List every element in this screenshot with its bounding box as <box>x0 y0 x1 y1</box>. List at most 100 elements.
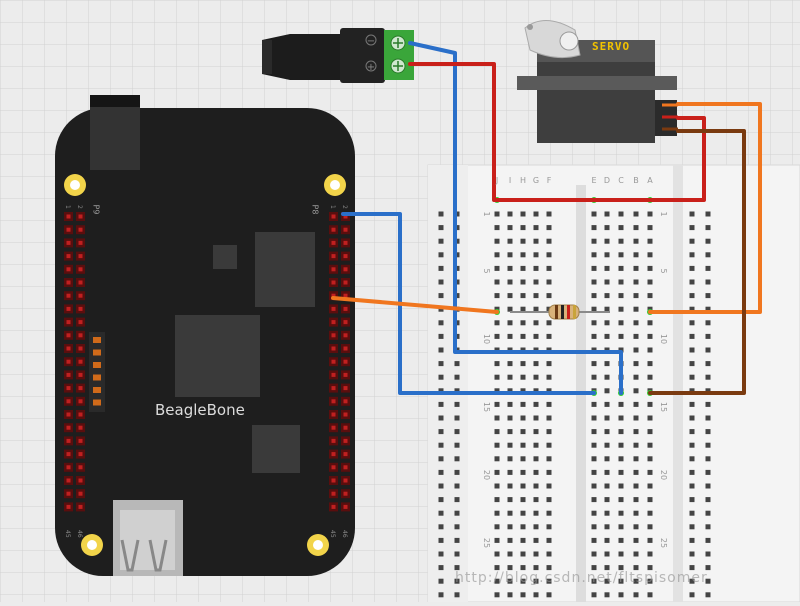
breadboard-hole <box>438 238 444 244</box>
breadboard-hole <box>546 578 552 584</box>
header-pin-center <box>78 240 83 245</box>
breadboard-hole <box>520 211 526 217</box>
breadboard-hole <box>520 306 526 312</box>
breadboard-hole <box>533 320 539 326</box>
breadboard-hole <box>604 483 610 489</box>
breadboard-hole <box>507 497 513 503</box>
breadboard-hole <box>533 429 539 435</box>
breadboard-hole <box>546 415 552 421</box>
breadboard-hole <box>438 265 444 271</box>
breadboard-hole <box>494 456 500 462</box>
breadboard-hole <box>546 510 552 516</box>
header-pin-center <box>331 333 336 338</box>
breadboard-hole <box>546 469 552 475</box>
breadboard-hole <box>520 238 526 244</box>
breadboard-hole <box>454 374 460 380</box>
breadboard-hole <box>604 442 610 448</box>
breadboard-row-number: 10 <box>482 334 491 344</box>
header-pin-center <box>331 293 336 298</box>
breadboard-hole <box>507 279 513 285</box>
breadboard-hole <box>507 415 513 421</box>
breadboard-hole <box>494 551 500 557</box>
breadboard-hole <box>647 293 653 299</box>
breadboard-hole <box>520 565 526 571</box>
breadboard-hole <box>689 497 695 503</box>
breadboard-hole <box>438 211 444 217</box>
breadboard-hole <box>438 401 444 407</box>
breadboard-hole <box>507 238 513 244</box>
terminal-plus: + <box>367 62 375 73</box>
breadboard-hole <box>494 442 500 448</box>
breadboard-hole <box>494 279 500 285</box>
header-pin-center <box>331 438 336 443</box>
breadboard-hole <box>520 537 526 543</box>
breadboard-hole <box>533 578 539 584</box>
breadboard-hole <box>633 252 639 258</box>
breadboard-hole <box>591 592 597 598</box>
breadboard-hole <box>438 225 444 231</box>
status-led <box>93 337 101 343</box>
chip-main <box>175 315 260 397</box>
breadboard-hole <box>705 238 711 244</box>
breadboard-hole <box>546 225 552 231</box>
header-pin-center <box>78 214 83 219</box>
breadboard-hole <box>647 361 653 367</box>
breadboard-hole <box>533 565 539 571</box>
header-pin-center <box>66 293 71 298</box>
breadboard-hole <box>438 320 444 326</box>
breadboard-hole <box>705 456 711 462</box>
breadboard-hole <box>454 401 460 407</box>
breadboard-hole <box>689 401 695 407</box>
breadboard-hole <box>507 551 513 557</box>
header-pin-center <box>78 254 83 259</box>
breadboard-hole <box>618 401 624 407</box>
breadboard-hole <box>520 415 526 421</box>
breadboard-hole <box>454 483 460 489</box>
breadboard-hole <box>689 388 695 394</box>
breadboard-hole <box>618 565 624 571</box>
breadboard-hole <box>689 578 695 584</box>
breadboard-hole <box>454 537 460 543</box>
breadboard-hole <box>633 401 639 407</box>
breadboard-hole <box>591 279 597 285</box>
breadboard-hole <box>494 469 500 475</box>
header-pin-center <box>331 386 336 391</box>
breadboard-hole <box>438 551 444 557</box>
breadboard-hole <box>647 415 653 421</box>
header-pin-center <box>78 293 83 298</box>
breadboard-hole <box>705 265 711 271</box>
breadboard-hole <box>689 279 695 285</box>
breadboard-hole <box>633 347 639 353</box>
header-pin-center <box>331 214 336 219</box>
breadboard-hole <box>618 524 624 530</box>
header-pin-center <box>78 412 83 417</box>
breadboard-hole <box>591 469 597 475</box>
breadboard-hole <box>604 592 610 598</box>
breadboard-hole <box>604 361 610 367</box>
breadboard-hole <box>507 388 513 394</box>
breadboard-hole <box>618 510 624 516</box>
breadboard-hole <box>647 333 653 339</box>
breadboard-hole <box>438 456 444 462</box>
header-pin-center <box>343 306 348 311</box>
header-pin-center <box>66 346 71 351</box>
breadboard-hole <box>494 211 500 217</box>
breadboard-hole <box>633 388 639 394</box>
mount-hole-center <box>87 540 97 550</box>
servo-body <box>537 55 655 143</box>
breadboard-hole <box>591 578 597 584</box>
breadboard-hole <box>520 279 526 285</box>
breadboard-hole <box>520 265 526 271</box>
breadboard-hole <box>689 293 695 299</box>
header-pin-center <box>78 399 83 404</box>
breadboard-hole <box>633 333 639 339</box>
mount-hole-center <box>330 180 340 190</box>
breadboard-hole <box>705 524 711 530</box>
header-pin-center <box>78 438 83 443</box>
breadboard-hole <box>591 265 597 271</box>
breadboard-hole <box>647 347 653 353</box>
header-pin-center <box>343 438 348 443</box>
breadboard-hole <box>494 483 500 489</box>
breadboard-hole <box>689 565 695 571</box>
